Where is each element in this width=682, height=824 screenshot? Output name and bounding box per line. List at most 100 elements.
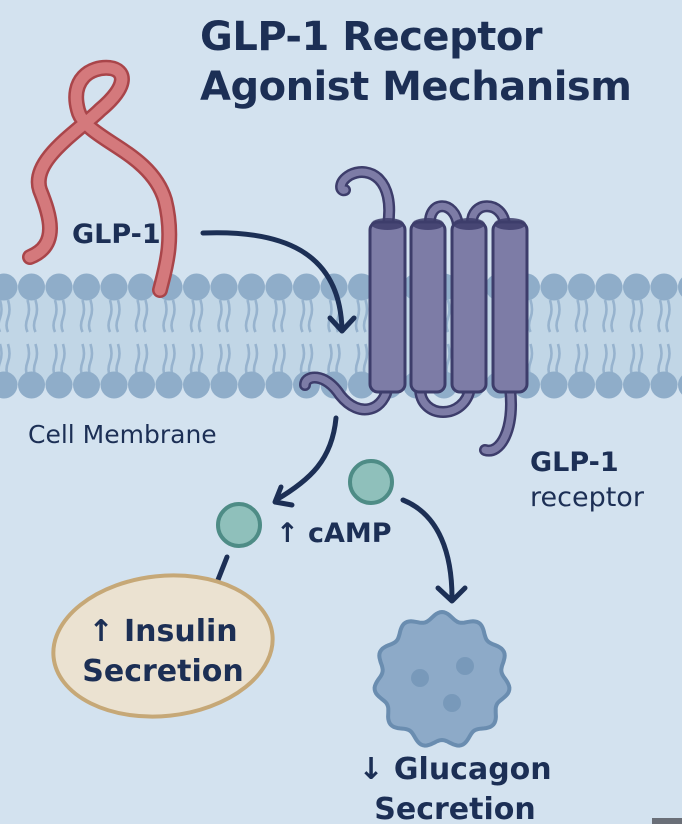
page-title: GLP-1 Receptor Agonist Mechanism [200, 12, 632, 112]
receptor-label-line-2: receptor [530, 482, 644, 513]
insulin-label-line-2: Secretion [82, 654, 244, 689]
helix-body [450, 220, 488, 394]
lipid-head [100, 273, 128, 301]
lipid-tail [307, 299, 314, 333]
lipid-head [540, 371, 568, 399]
lipid-tail [5, 299, 11, 333]
helix-body [491, 220, 529, 394]
glucagon-label-line-2: Secretion [374, 792, 536, 824]
lipid-tail [162, 343, 168, 377]
glucagon-label-line-1: ↓ Glucagon [358, 752, 552, 787]
lipid-tail [217, 299, 223, 333]
lipid-tail [189, 299, 196, 333]
alpha-cell-icon [372, 609, 512, 748]
lipid-tail [87, 299, 94, 333]
lipid-head [0, 371, 18, 399]
lipid-tail [602, 343, 608, 377]
lipid-tail [52, 299, 58, 333]
lipid-head [183, 273, 210, 301]
helix-top [453, 218, 485, 230]
insulin-secretion-bubble [51, 573, 275, 719]
receptor-helix [409, 218, 447, 394]
receptor-helix [491, 218, 529, 394]
lipid-tail [582, 299, 589, 333]
lipid-tail [657, 299, 663, 333]
lipid-head [293, 273, 320, 301]
lipid-head [0, 273, 18, 301]
lipid-head [568, 371, 595, 399]
receptor-loop [481, 384, 515, 455]
insulin-label-line-1: ↑ Insulin [88, 614, 238, 649]
lipid-head [238, 273, 265, 301]
lipid-tail [629, 343, 636, 377]
lipid-tail [602, 299, 608, 333]
receptor-helix [368, 218, 407, 394]
receptor-loop [301, 374, 392, 413]
lipid-tail [574, 343, 581, 377]
receptor-label-line-1: GLP-1 [530, 447, 619, 478]
arrowhead-camp-to-glucagon [435, 585, 468, 604]
helix-top [412, 218, 444, 230]
lipid-head [678, 375, 682, 395]
lipid-tail [547, 343, 553, 377]
lipid-tail [665, 299, 671, 333]
lipid-tail [547, 299, 553, 333]
lipid-tail [527, 299, 534, 333]
receptor-loop [337, 168, 393, 229]
lipid-head [238, 371, 265, 399]
lipid-tail [189, 343, 196, 377]
lipid-tail [610, 299, 616, 333]
corner-scrollbar-fragment [652, 818, 682, 824]
lipid-head [18, 371, 45, 399]
lipid-tail [225, 299, 231, 333]
lipid-tail [0, 299, 3, 332]
lipid-head [623, 371, 650, 399]
lipid-tail [107, 343, 113, 377]
arrowhead-glp1-to-receptor [327, 315, 357, 334]
lipid-head [73, 273, 100, 301]
lipid-head [650, 371, 678, 399]
lipid-head [128, 371, 155, 399]
lipid-head [650, 273, 678, 301]
insulin-secretion-label: ↑ Insulin Secretion [58, 612, 268, 692]
camp-molecule-icon [216, 502, 262, 548]
helix-top [371, 218, 404, 230]
lipid-tail [162, 299, 168, 333]
lipid-head [568, 273, 595, 301]
lipid-tail [24, 343, 31, 377]
lipid-tail [217, 343, 223, 377]
lipid-tail [272, 343, 278, 377]
arrow-camp-to-glucagon [400, 497, 455, 601]
lipid-head [100, 371, 128, 399]
lipid-tail [657, 343, 663, 377]
lipid-head [678, 277, 682, 297]
lipid-tail [272, 299, 278, 333]
arrowhead-receptor-to-camp [272, 484, 295, 508]
title-line-1: GLP-1 Receptor [200, 14, 543, 60]
lipid-tail [244, 299, 251, 333]
lipid-tail [555, 299, 561, 333]
lipid-tail [134, 343, 141, 377]
lipid-tail [574, 299, 581, 333]
receptor-loop [416, 384, 474, 416]
lipid-head [265, 371, 293, 399]
helix-body [368, 220, 407, 394]
lipid-head [595, 273, 623, 301]
lipid-tail [354, 299, 361, 333]
lipid-head [155, 371, 183, 399]
lipid-head [128, 273, 155, 301]
lipid-tail [134, 299, 141, 333]
arrow-receptor-to-camp [273, 415, 339, 503]
lipid-tail [280, 299, 286, 333]
lipid-head [540, 273, 568, 301]
lipid-head [210, 273, 238, 301]
lipid-tail [170, 299, 176, 333]
arrow-glp1-to-receptor [200, 230, 345, 333]
lipid-head [348, 273, 375, 301]
lipid-tail [637, 299, 644, 333]
lipid-tail [362, 299, 369, 333]
lipid-tail [24, 299, 31, 333]
lipid-tail [107, 299, 113, 333]
lipid-tail [354, 343, 361, 377]
